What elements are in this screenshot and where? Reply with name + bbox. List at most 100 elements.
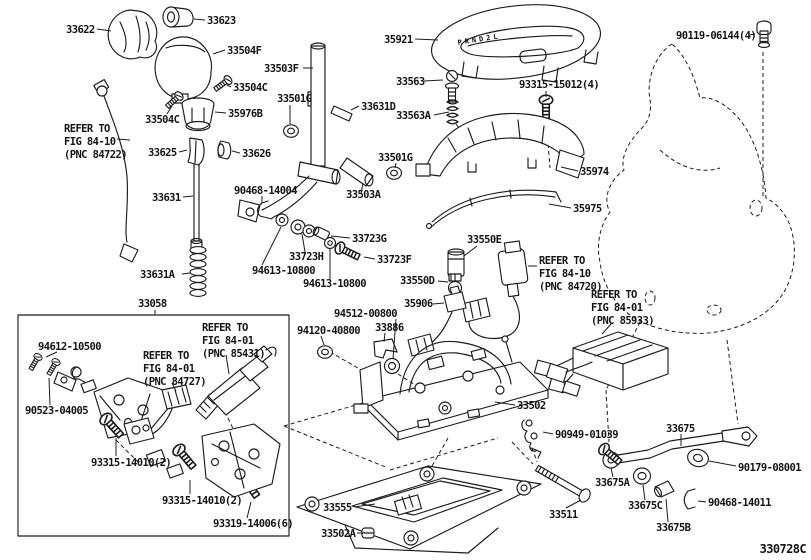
part-label-33623: 33623 [207,15,236,27]
leader-note-pnc-84727 [171,382,177,392]
part-33622-knob-cover [107,9,158,60]
part-label-90468-14004: 90468-14004 [234,185,297,197]
part-shift-lock-solenoid-84720 [461,240,529,340]
dash-line-4 [726,339,739,425]
part-label-94613-10800-2: 94613-10800 [303,278,366,290]
part-label-33550E: 33550E [467,234,502,246]
leader-94512-00800 [392,318,397,360]
part-label-33626: 33626 [242,148,271,160]
leader-33501G-2 [394,162,397,169]
leader-94120-40800 [320,335,325,346]
leader-33623 [193,18,206,21]
leader-33631D [350,105,360,111]
part-label-33723H: 33723H [289,251,324,263]
leader-33563A [433,111,450,116]
part-label-33625: 33625 [148,147,177,159]
leader-35976B [214,111,227,114]
part-knob-wire-84722 [93,78,139,263]
part-label-33502A: 33502A [321,528,357,540]
leader-33504F [212,49,226,55]
leader-90119-06144 [748,33,756,36]
dash-line-11 [397,373,427,393]
part-label-33550D: 33550D [400,275,435,287]
part-33503F-shift-lever-shaft [237,42,341,223]
leader-90949-01039 [542,431,554,435]
part-35974-lever-housing [415,112,585,179]
part-90523-04005-clip [70,366,89,385]
part-33555-lower-plate [296,465,542,554]
leader-35974 [560,166,579,172]
parts-artwork [17,4,772,554]
dash-line-10 [329,351,373,377]
part-label-35974: 35974 [580,166,609,178]
part-33504F-shift-knob [154,36,213,104]
part-90468-14011-clip [683,488,696,510]
part-94612-10500-screws [26,351,62,378]
part-label-33503F: 33503F [264,63,299,75]
part-label-33675B: 33675B [656,522,691,534]
part-label-33502: 33502 [517,400,546,412]
part-label-33675A: 33675A [595,477,631,489]
leader-33723G [330,235,351,239]
part-ecu-85933 [533,331,669,394]
part-label-35975: 35975 [573,203,602,215]
dash-line-15 [511,441,534,465]
part-label-33622: 33622 [66,24,95,36]
part-label-94120-40800: 94120-40800 [297,325,360,337]
label-leader-lines [45,18,756,534]
part-35906-position-sw [407,285,467,357]
part-label-93315-15012: 93315-15012(4) [519,79,599,91]
part-35975-retainer-wire [425,189,562,230]
leader-33675A [610,467,614,478]
leader-33886 [383,332,386,343]
part-label-33563A: 33563A [396,110,432,122]
subassembly-box-33058 [17,314,290,537]
part-label-33555: 33555 [323,502,352,514]
part-94120-40800-nut [317,345,333,359]
part-33723H-bushings [290,219,316,238]
part-label-33501G-1: 33501G [277,93,312,105]
leader-90523-04005 [48,377,51,406]
leader-note-pnc-85933 [601,322,613,335]
dash-line-16 [431,437,449,467]
leader-33550D [437,280,449,283]
part-33625-detent-wedge [187,137,205,166]
part-33502-housing-assembly [353,335,593,441]
part-switch-harness-84727 [123,384,192,445]
part-33504C-set-screw-upper [211,73,235,94]
leader-33626 [231,150,241,154]
part-33501G-nut-lower [386,166,402,180]
part-label-35921: 35921 [384,34,413,46]
part-label-33058: 33058 [138,298,167,310]
part-33502A-grommet [361,527,375,539]
dash-line-14 [531,447,538,463]
part-label-90119-06144: 90119-06144(4) [676,30,756,42]
leader-note-pnc-84722 [116,138,131,141]
part-33631D-spring-pin [330,105,353,122]
part-label-33504C-1: 33504C [233,82,268,94]
leader-33563 [423,79,444,82]
part-90119-06144-bolt [756,20,772,49]
part-label-33675: 33675 [666,423,695,435]
leader-33502 [494,401,516,406]
part-94613-bushing-2 [323,236,337,250]
part-label-33563: 33563 [396,76,425,88]
leader-33631A [181,272,191,275]
part-33623-knob-button [162,6,194,28]
part-33675B-bushing [653,480,675,498]
part-label-94512-00800: 94512-00800 [334,308,397,320]
part-label-33723G: 33723G [352,233,387,245]
part-label-33511: 33511 [549,509,578,521]
part-solenoid-85431 [195,345,277,420]
part-label-33631D: 33631D [361,101,396,113]
part-label-33501G-2: 33501G [378,152,413,164]
leader-33504C-1 [226,84,232,88]
part-label-90523-04005: 90523-04005 [25,405,88,417]
leader-33622 [96,28,112,32]
part-label-90468-14011: 90468-14011 [708,497,771,509]
dash-line-13 [115,439,141,465]
